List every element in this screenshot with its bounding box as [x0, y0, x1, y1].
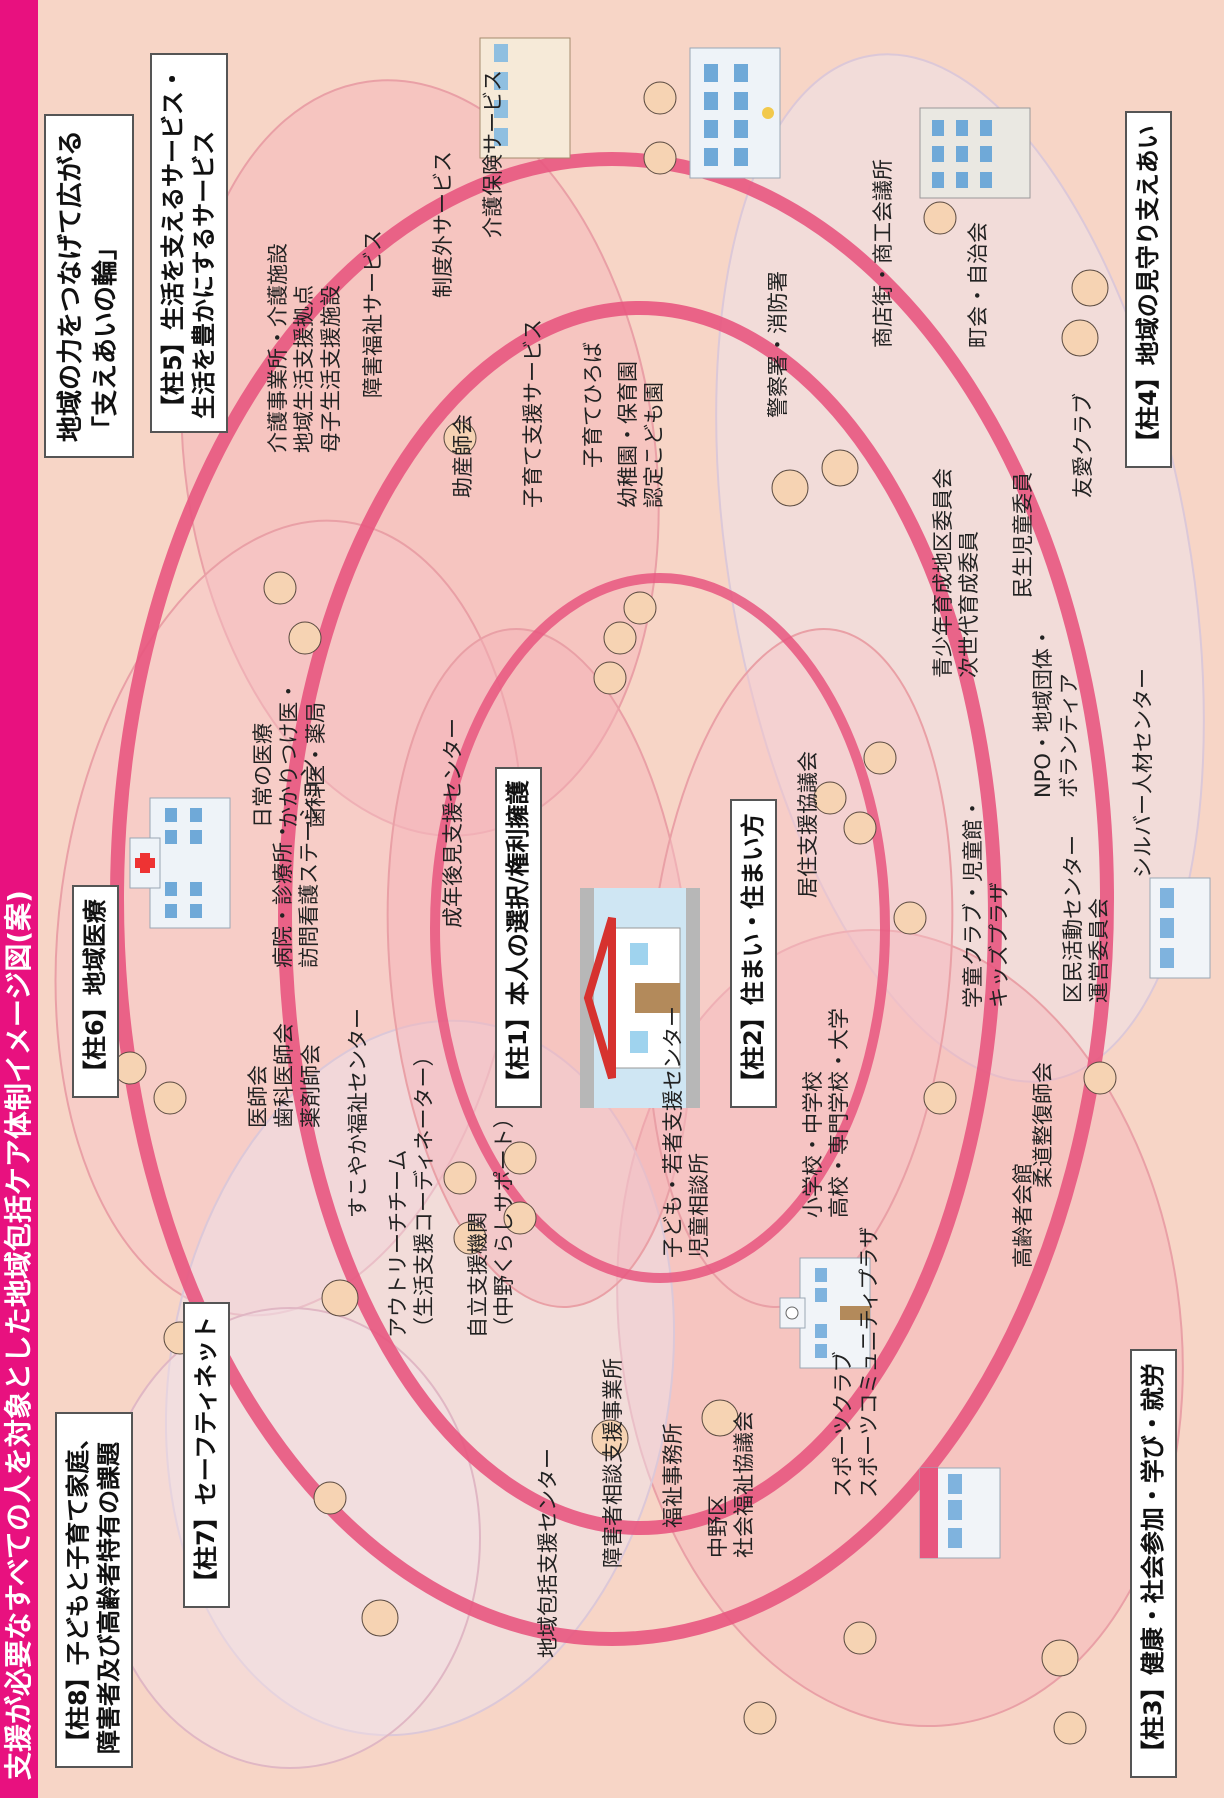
- label-sports: スポーツクラブ スポーツコミュニティプラザ: [831, 1226, 882, 1498]
- sports-building-illustration: [919, 1467, 1001, 1559]
- ring-inner: [430, 573, 890, 1283]
- ring-middle: [278, 301, 1002, 1535]
- label-nakano-shakyo: 中野区 社会福祉協議会: [706, 1411, 757, 1558]
- pillar-2-label: 【柱2】住まい・住まい方: [730, 799, 778, 1108]
- label-minsei: 民生児童委員: [1011, 472, 1035, 598]
- pillar-5-line-2: 生活を豊かにするサービス: [190, 130, 219, 419]
- label-npo: NPO・地域団体・ ボランティア: [1031, 627, 1082, 798]
- community-center-illustration: [1149, 877, 1211, 979]
- label-seidogai: 制度外サービス: [431, 151, 455, 298]
- label-yuai: 友愛クラブ: [1071, 393, 1095, 498]
- label-fukushi-jimusho: 福祉事務所: [661, 1423, 685, 1528]
- label-gakko: 小学校・中学校 高校・専門学校・大学: [801, 1008, 852, 1218]
- pillar-4-label: 【柱4】地域の見守り支えあい: [1125, 111, 1173, 468]
- page-banner: 支援が必要なすべての人を対象とした地域包括ケア体制イメージ図(案): [0, 0, 38, 1798]
- label-kaigo-facility: 介護事業所・介護施設 地域生活支援拠点 母子生活支援施設: [266, 243, 343, 453]
- hospital-illustration: [129, 797, 231, 929]
- pillar-8-line-1: 【柱8】子どもと子育て家庭、: [64, 1425, 92, 1754]
- label-kumin-katsudo: 区民活動センター 運営委員会: [1061, 835, 1112, 1003]
- label-kodomo-wakamono: 子ども・若者支援センター 児童相談所: [661, 1006, 712, 1258]
- house-illustration: [580, 888, 700, 1108]
- people-figures: [113, 81, 1117, 1745]
- label-kaigo-hoken: 介護保険サービス: [481, 70, 505, 238]
- police-building-illustration: [689, 47, 781, 179]
- title-line-1: 地域の力をつなげて広がる: [56, 129, 86, 442]
- diagram-title: 地域の力をつなげて広がる 「支えあいの輪」: [44, 113, 135, 458]
- pillar-7-label: 【柱7】セーフティネット: [183, 1302, 231, 1608]
- pillar-1-label: 【柱1】本人の選択/権利擁護: [495, 766, 543, 1108]
- label-kosodate-hiroba: 子育てひろば: [581, 342, 605, 468]
- pillar-3-label: 【柱3】健康・社会参加・学び・就労: [1130, 1349, 1178, 1778]
- label-koreisha-kaikan: 高齢者会館: [1011, 1163, 1035, 1268]
- region-pillar4: [715, 53, 1205, 1083]
- office-building-illustration: [919, 107, 1031, 199]
- label-jiritsu: 自立支援機関 （中野くらしサポート）: [466, 1107, 517, 1338]
- label-chiiki-hokatsu: 地域包括支援センター: [536, 1448, 560, 1658]
- pillar-5-line-1: 【柱5】生活を支えるサービス・: [159, 67, 187, 419]
- label-gakudo: 学童クラブ・児童館・ キッズプラザ: [961, 798, 1012, 1008]
- school-illustration: [779, 1257, 871, 1369]
- label-kyotaku-shien: 居住支援協議会: [796, 751, 820, 898]
- label-josan: 助産師会: [451, 414, 475, 498]
- label-sukoyaka: すこやか福祉センター: [346, 1008, 370, 1218]
- care-facility-illustration: [479, 37, 571, 159]
- label-seishonen: 青少年育成地区委員会 次世代育成委員: [931, 468, 982, 678]
- label-silver: シルバー人材センター: [1131, 668, 1155, 878]
- label-outreach: アウトリーチチーム （生活支援コーディネーター）: [386, 1045, 437, 1338]
- title-line-2: 「支えあいの輪」: [91, 233, 122, 442]
- label-yochien: 幼稚園・保育園 認定こども園: [616, 361, 667, 508]
- label-shotengai: 商店街・商工会議所: [871, 159, 895, 348]
- label-keisatsu: 警察署・消防署: [766, 271, 790, 418]
- label-ishikai: 医師会 歯科医師会 薬剤師会: [246, 1023, 323, 1128]
- label-shogai-fukushi: 障害福祉サービス: [361, 230, 385, 398]
- pillar-5-label: 【柱5】生活を支えるサービス・ 生活を豊かにするサービス: [150, 53, 229, 433]
- label-chokai: 町会・自治会: [966, 222, 990, 348]
- label-shogaisha-sodan: 障害者相談支援事業所: [601, 1358, 625, 1568]
- region-pillar8: [99, 1307, 481, 1769]
- label-seinen-koken: 成年後見支援センター: [441, 718, 465, 928]
- label-byoin: 病院・診療所・ 訪問看護ステーション: [271, 758, 322, 968]
- pillar-8-label: 【柱8】子どもと子育て家庭、 障害者及び高齢者特有の課題: [55, 1411, 134, 1768]
- label-kosodate-service: 子育て支援サービス: [521, 319, 545, 508]
- pillar-6-label: 【柱6】地域医療: [72, 885, 120, 1098]
- pillar-8-line-2: 障害者及び高齢者特有の課題: [95, 1442, 124, 1754]
